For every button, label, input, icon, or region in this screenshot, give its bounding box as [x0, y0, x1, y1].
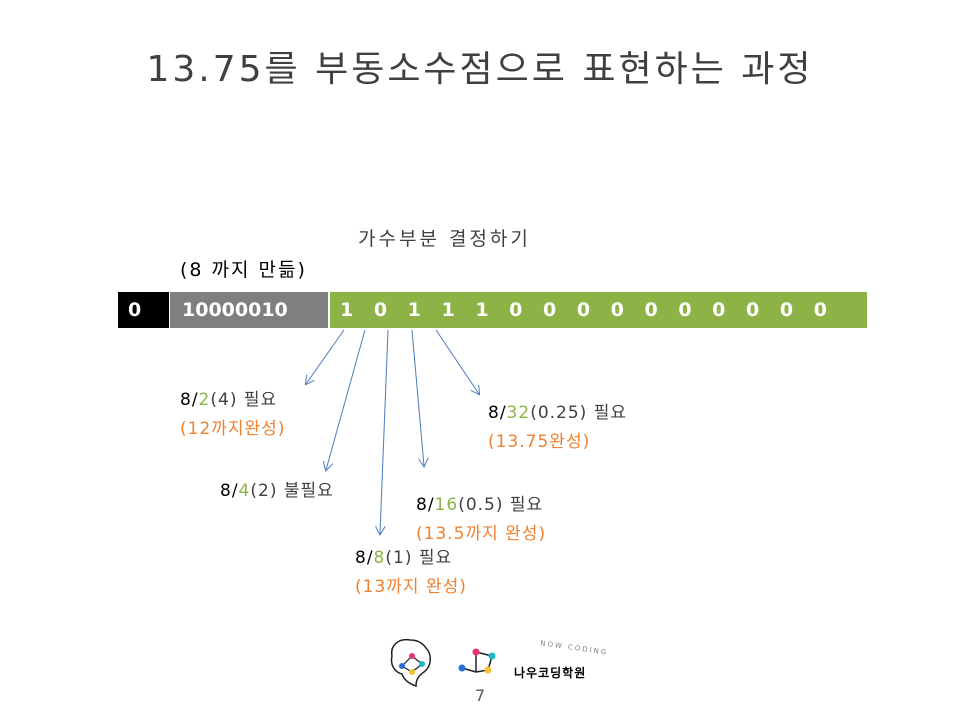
annotation-divisor: 32 — [506, 403, 531, 423]
annotation-divisor: 16 — [434, 495, 459, 515]
annotation-rest: (0.25) 필요 — [530, 403, 627, 423]
page-number: 7 — [474, 686, 486, 705]
annotation-bit4-done: (13.5까지 완성) — [416, 524, 547, 544]
annotation-bit3: 8/8(1) 필요 — [355, 543, 452, 568]
arrow-bit1 — [306, 329, 345, 384]
annotation-bit5-done: (13.75완성) — [488, 432, 591, 452]
mantissa-bits-box: 1 0 1 1 1 0 0 0 0 0 0 0 0 0 0 0 0 0 0 0 … — [330, 292, 867, 357]
arrow-bit2 — [326, 329, 366, 470]
annotation-bit1-done: (12까지완성) — [180, 419, 286, 439]
annotation-rest: (0.5) 필요 — [458, 495, 544, 515]
arrow-bit4 — [411, 329, 424, 466]
network-logo-icon — [458, 648, 496, 674]
arrow-bit5 — [435, 329, 479, 394]
limit-note: (8 까지 만듦) — [180, 259, 307, 281]
sign-bit-box: 0 — [118, 292, 169, 328]
annotation-prefix: 8/ — [416, 495, 435, 515]
annotation-divisor: 8 — [373, 548, 386, 568]
annotation-rest: (4) 필요 — [210, 390, 278, 410]
annotation-bit4: 8/16(0.5) 필요 — [416, 490, 543, 515]
annotation-bit5: 8/32(0.25) 필요 — [488, 398, 627, 423]
section-subtitle: 가수부분 결정하기 — [358, 228, 531, 250]
arrow-bit3 — [380, 329, 389, 534]
annotation-prefix: 8/ — [220, 481, 239, 501]
brand-name: 나우코딩학원 — [514, 666, 587, 680]
annotation-prefix: 8/ — [488, 403, 507, 423]
exponent-bits-box: 10000010 — [170, 292, 328, 328]
annotation-bit2: 8/4(2) 불필요 — [220, 476, 334, 501]
annotation-prefix: 8/ — [355, 548, 374, 568]
annotation-bit1: 8/2(4) 필요 — [180, 385, 277, 410]
annotation-prefix: 8/ — [180, 390, 199, 410]
annotation-rest: (2) 불필요 — [250, 481, 334, 501]
slide-title: 13.75를 부동소수점으로 표현하는 과정 — [146, 49, 814, 90]
annotation-rest: (1) 필요 — [385, 548, 453, 568]
brain-logo-icon — [390, 638, 431, 688]
annotation-divisor: 4 — [238, 481, 251, 501]
annotation-divisor: 2 — [198, 390, 211, 410]
annotation-bit3-done: (13까지 완성) — [355, 577, 467, 597]
